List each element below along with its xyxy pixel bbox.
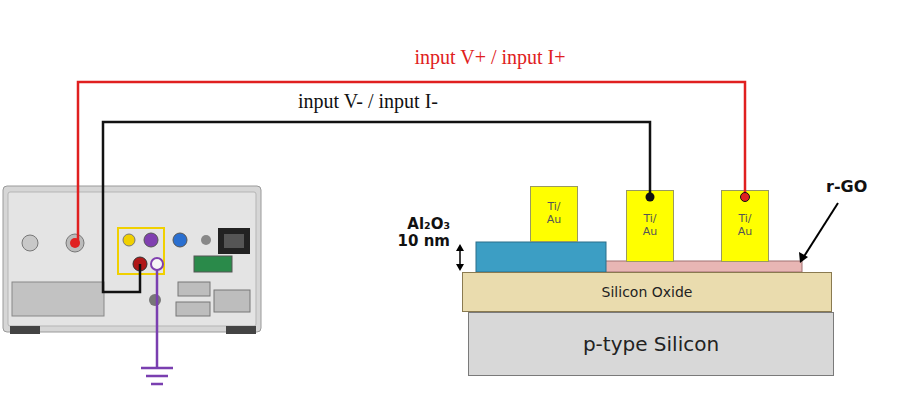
arrow-head [799, 252, 808, 263]
instrument [3, 186, 261, 334]
node-text: Ti/ Au [638, 213, 662, 238]
node-text: p-type Silicon [583, 333, 719, 356]
contact-dot [741, 193, 750, 202]
terminal-purple [144, 233, 158, 247]
wire-label: input V- / input I- [218, 90, 518, 113]
terminal [66, 234, 84, 252]
option-slot [12, 282, 104, 316]
instrument-body [3, 186, 261, 332]
terminal [149, 294, 161, 306]
arrow-head [456, 244, 464, 271]
wire-black [103, 122, 650, 292]
part-label: r-GO [826, 178, 896, 196]
oxide-layer: Silicon Oxide [462, 272, 832, 312]
wire-label: input V+ / input I+ [280, 46, 700, 69]
thickness-arrow [456, 244, 464, 271]
rgo-leader [799, 203, 838, 263]
instrument-foot [226, 326, 256, 334]
ground-symbol [141, 368, 173, 384]
terminal-blue [173, 233, 187, 247]
power-socket-inner [224, 234, 244, 248]
terminal [201, 235, 211, 245]
al2o3-layer [476, 242, 606, 272]
terminal [22, 235, 38, 251]
dimension-label: Al₂O₃ 10 nm [384, 216, 450, 251]
ground [141, 270, 173, 384]
substrate-layer: p-type Silicon [468, 312, 834, 376]
node-text: Ti/ Au [733, 213, 757, 238]
connector [214, 290, 250, 312]
ground-wire [156, 270, 159, 368]
terminal-ground [151, 258, 163, 270]
power-socket [218, 228, 250, 254]
instrument-foot [10, 326, 40, 334]
connector [194, 256, 232, 272]
instrument-panel [8, 192, 256, 326]
leader-line [803, 203, 838, 258]
contact-pad: Ti/ Au [530, 186, 578, 242]
connector [178, 282, 210, 296]
node-text: Silicon Oxide [602, 284, 693, 300]
contact-dot [646, 193, 655, 202]
connector [176, 302, 210, 316]
terminal-yellow [123, 234, 135, 246]
node-text: Ti/ Au [542, 201, 566, 226]
